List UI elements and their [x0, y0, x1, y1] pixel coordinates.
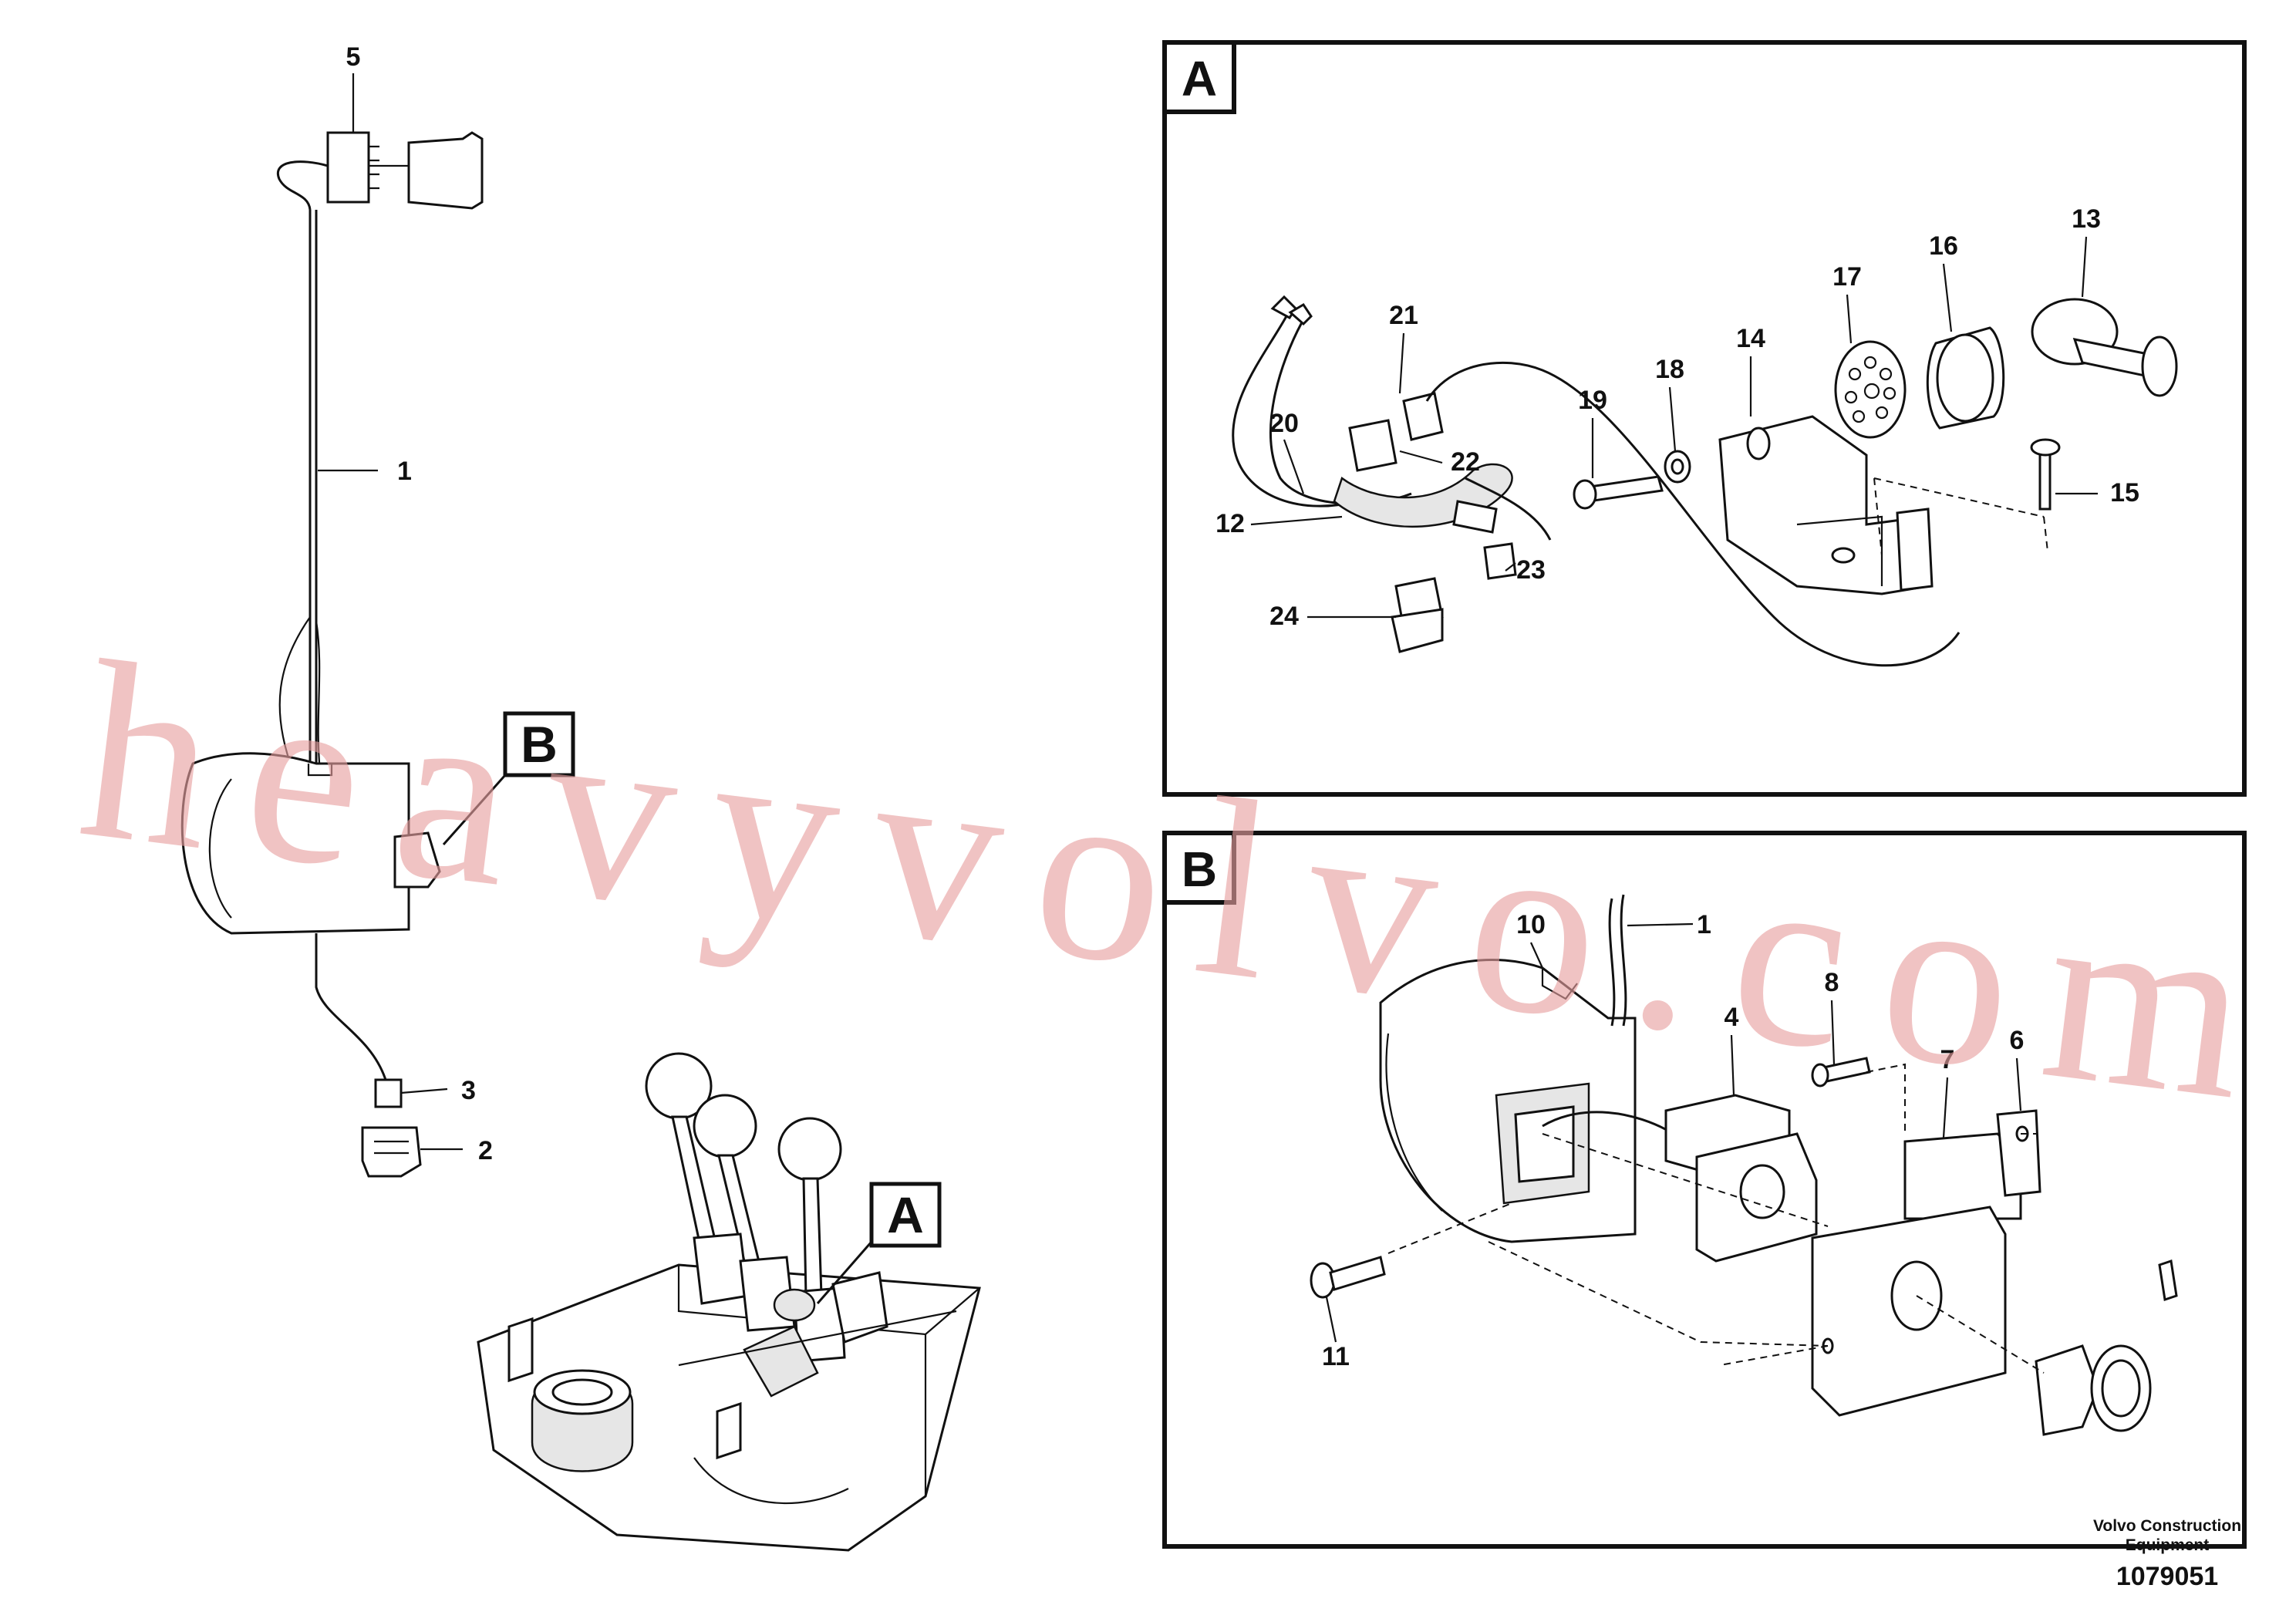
footer-company-line1: Volvo Construction	[2093, 1517, 2241, 1535]
main-view: B A 5 1 3 2	[180, 42, 981, 1552]
inset-b-housing	[1379, 894, 1674, 1243]
inset-b-title: B	[1182, 841, 1217, 897]
callout-a-21: 21	[1389, 301, 1418, 330]
callout-a-19: 19	[1578, 386, 1607, 415]
inset-b: B	[1162, 831, 2247, 1549]
callout-a-16: 16	[1929, 231, 1958, 261]
callout-3: 3	[461, 1076, 476, 1105]
callout-a-14: 14	[1736, 324, 1765, 353]
callout-b-7: 7	[1940, 1045, 1955, 1074]
main-housing	[180, 752, 441, 935]
inset-b-button	[2035, 1259, 2178, 1436]
inset-a: A	[1162, 40, 2247, 797]
inset-b-screw-11	[1310, 1256, 1386, 1299]
callout-b-6: 6	[2010, 1026, 2025, 1055]
callout-a-18: 18	[1655, 355, 1684, 384]
callout-a-13: 13	[2072, 204, 2101, 234]
inset-a-title: A	[1182, 51, 1217, 106]
callout-2: 2	[478, 1136, 493, 1165]
callout-1: 1	[397, 457, 412, 486]
detail-marker-b-letter: B	[521, 716, 558, 773]
footer-drawing-number: 1079051	[2116, 1562, 2218, 1591]
inset-b-screw-8	[1811, 1057, 1871, 1088]
part-1-cable	[278, 210, 378, 772]
callout-a-17: 17	[1832, 262, 1862, 292]
callout-b-10: 10	[1516, 910, 1546, 939]
inset-a-harness	[1232, 295, 1961, 667]
part-2-plug	[361, 1126, 463, 1178]
detail-marker-a-letter: A	[887, 1186, 924, 1243]
callout-5: 5	[346, 42, 361, 72]
callout-b-1: 1	[1697, 910, 1711, 939]
callout-a-12: 12	[1215, 509, 1245, 538]
control-lever-unit	[477, 1052, 981, 1552]
callout-a-24: 24	[1269, 602, 1299, 631]
detail-marker-a: A	[816, 1182, 942, 1304]
footer-company-line2: Equipment	[2126, 1536, 2210, 1554]
inset-b-plate	[1811, 1109, 2041, 1417]
part-5-switch	[276, 131, 484, 211]
detail-marker-b: B	[442, 711, 575, 845]
callout-a-20: 20	[1269, 409, 1299, 438]
callout-a-22: 22	[1451, 447, 1480, 477]
callout-a-15: 15	[2110, 478, 2139, 508]
inset-a-bracket	[1573, 415, 1934, 595]
part-3-connector-cable	[315, 933, 448, 1108]
callout-b-4: 4	[1725, 1003, 1739, 1032]
callout-b-8: 8	[1825, 968, 1839, 997]
footer: Volvo Construction Equipment 1079051	[2093, 1517, 2241, 1591]
callout-b-11: 11	[1322, 1342, 1350, 1371]
callout-a-23: 23	[1516, 555, 1546, 585]
inset-a-knob-assembly	[1834, 298, 2178, 556]
inset-b-switch	[1664, 1094, 1818, 1263]
